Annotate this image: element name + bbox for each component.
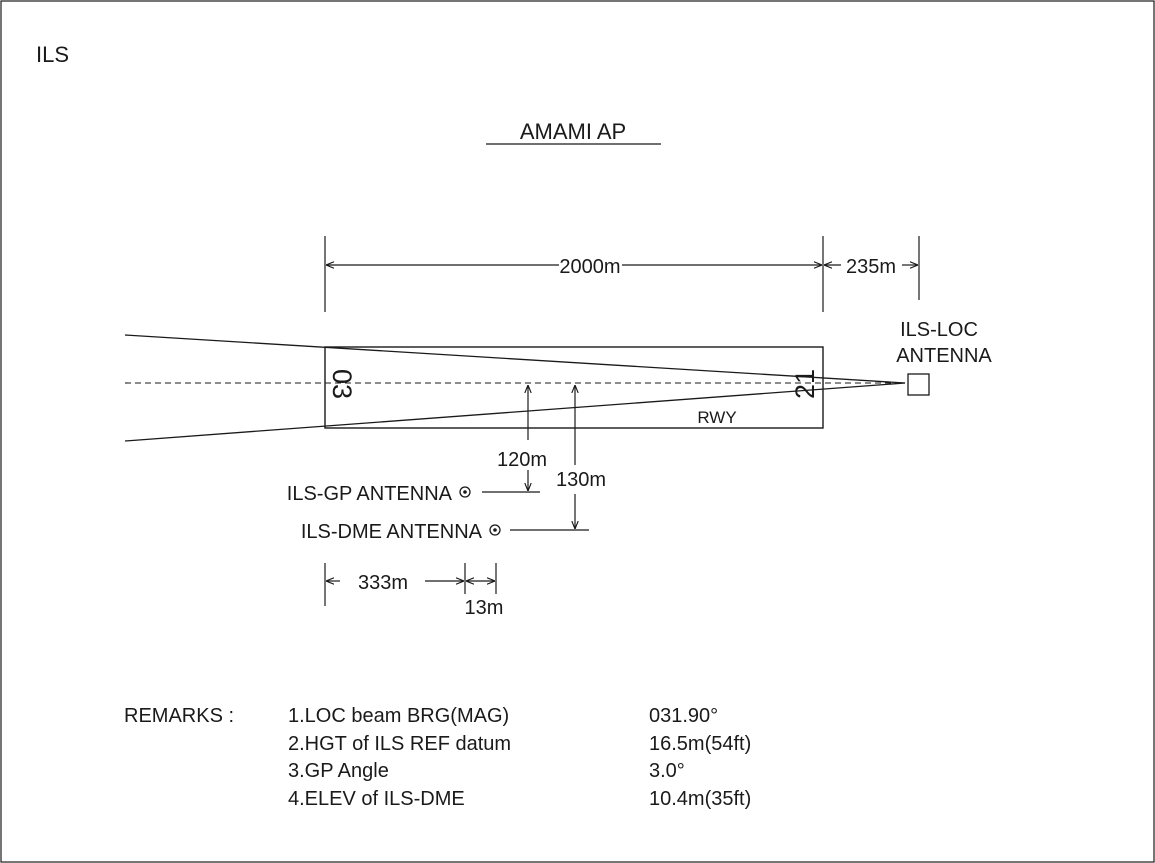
dme-antenna-symbol xyxy=(489,524,501,536)
dim-label-runway-length: 2000m xyxy=(559,256,620,278)
gp-antenna-symbol-center xyxy=(463,490,467,494)
remarks-heading: REMARKS : xyxy=(124,705,234,727)
loc-antenna-label-line2: ANTENNA xyxy=(896,345,992,367)
runway xyxy=(324,346,824,429)
runway-end-03: 03 xyxy=(327,369,357,399)
gp-antenna-symbol xyxy=(459,486,471,498)
runway-end-21: 21 xyxy=(790,369,820,399)
remark-label: 4.ELEV of ILS-DME xyxy=(288,788,465,810)
dim-label-gp-from-threshold: 333m xyxy=(358,572,408,594)
remark-label: 1.LOC beam BRG(MAG) xyxy=(288,705,509,727)
dme-antenna-label: ILS-DME ANTENNA xyxy=(301,521,483,543)
loc-beam-upper xyxy=(124,334,906,384)
remark-label: 2.HGT of ILS REF datum xyxy=(288,733,511,755)
remark-value: 3.0° xyxy=(649,760,685,782)
dme-antenna-symbol-center xyxy=(493,528,497,532)
loc-antenna-symbol xyxy=(907,373,930,396)
gp-antenna-label: ILS-GP ANTENNA xyxy=(287,483,453,505)
dim-label-dme-offset: 130m xyxy=(556,469,606,491)
remark-value: 10.4m(35ft) xyxy=(649,788,751,810)
remark-value: 031.90° xyxy=(649,705,718,727)
loc-beam-lower xyxy=(124,382,906,442)
dim-label-dme-from-gp: 13m xyxy=(465,597,504,619)
dim-label-loc-offset: 235m xyxy=(846,256,896,278)
remark-value: 16.5m(54ft) xyxy=(649,733,751,755)
loc-antenna-label-line1: ILS-LOC xyxy=(900,319,978,341)
remarks-list: 1.LOC beam BRG(MAG) 031.90° 2.HGT of ILS… xyxy=(288,705,751,810)
remark-label: 3.GP Angle xyxy=(288,760,389,782)
section-label: ILS xyxy=(36,42,69,67)
dim-label-gp-offset: 120m xyxy=(497,449,547,471)
airport-title: AMAMI AP xyxy=(520,119,626,144)
runway-label: RWY xyxy=(697,408,736,427)
